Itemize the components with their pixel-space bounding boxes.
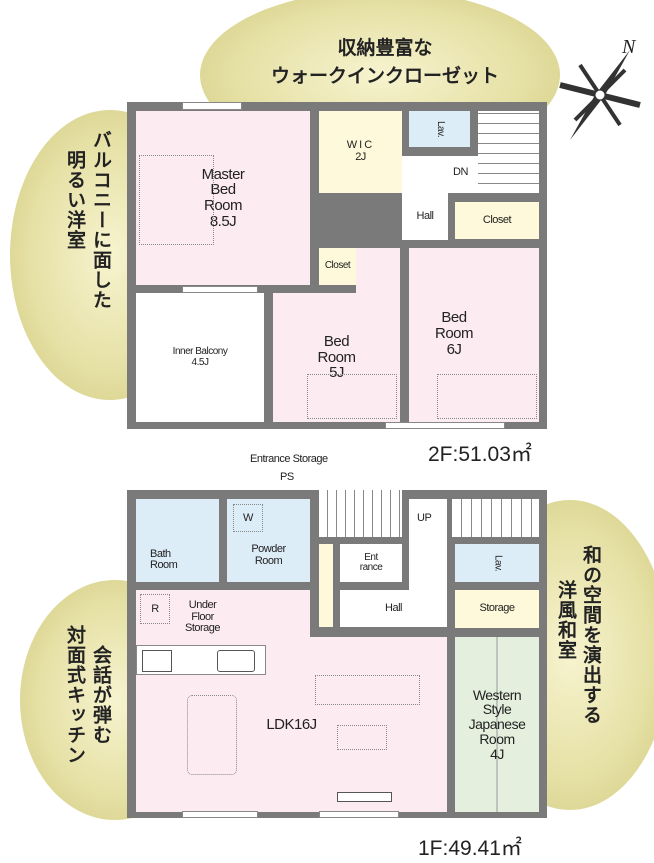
bed6-label-1: Bed: [441, 309, 467, 326]
floor-plan-2f: Master Bed Room 8.5J WIC 2J Lav. Hall DN…: [127, 102, 547, 429]
hall-label: Hall: [416, 209, 434, 222]
callout-left-bottom-line1: 会話が弾む: [90, 645, 112, 745]
bed5-size: 5J: [329, 364, 344, 382]
closet-right-label: Closet: [482, 213, 512, 226]
hall-1f-lower: Hall: [340, 590, 447, 627]
master-label-2: Bed: [210, 181, 236, 199]
under-floor-label-2: Floor: [191, 610, 214, 623]
bath-label-1: Bath: [150, 547, 171, 560]
hall-1f: [409, 499, 447, 590]
window: [182, 811, 258, 818]
japanese-label-1: Western: [472, 686, 522, 703]
bed-furniture: [139, 155, 214, 245]
window: [182, 286, 258, 293]
hall-2f: Hall: [402, 193, 448, 240]
bed-furniture: [307, 374, 397, 419]
entrance-storage-label: Entrance Storage: [250, 453, 328, 465]
room-japanese: Western Style Japanese Room 4J: [455, 637, 539, 812]
lav-label: Lav.: [434, 120, 446, 138]
wic-size: 2J: [355, 151, 366, 163]
stairs-2f: [478, 111, 539, 193]
washer-label: W: [243, 512, 253, 524]
callout-top: 収納豊富な ウォークインクローゼット: [220, 34, 550, 90]
window: [319, 811, 399, 818]
japanese-label-2: Style: [482, 701, 512, 718]
storage-label: Storage: [479, 602, 515, 615]
room-bath: Bath Room: [136, 499, 219, 582]
ldk-label: LDK16J: [266, 715, 317, 733]
closet-mid-label: Closet: [324, 260, 351, 272]
room-inner-balcony: Inner Balcony 4.5J: [136, 293, 264, 422]
under-floor-label-3: Storage: [185, 622, 221, 635]
window: [385, 422, 505, 429]
japanese-label-3: Japanese: [468, 716, 526, 733]
coffee-table: [337, 725, 387, 750]
room-storage: Storage: [455, 590, 539, 628]
room-bedroom-5j-upper: [356, 248, 400, 298]
room-lavatory-1f: Lav.: [455, 544, 539, 582]
powder-label-1: Powder: [251, 542, 286, 555]
bed6-size: 6J: [446, 340, 462, 358]
bed6-label-2: Room: [434, 324, 474, 342]
lav-1f-label: Lav.: [492, 554, 504, 572]
dining-table: [187, 695, 237, 775]
under-floor-label-1: Under: [188, 599, 217, 611]
under-floor-storage: Under Floor Storage: [185, 599, 221, 635]
hall-1f-label: Hall: [385, 601, 402, 614]
entrance-porch: [319, 490, 402, 537]
tv-board: [337, 792, 392, 802]
entrance-storage: [319, 544, 333, 627]
powder-label-2: Room: [254, 554, 283, 567]
room-bedroom-5j: Bed Room 5J: [273, 293, 400, 422]
callout-left-top-line1: バルコニーに面した: [90, 130, 112, 310]
fridge-icon: R: [140, 594, 170, 624]
room-entrance: Ent rance: [340, 544, 402, 582]
balcony-label: Inner Balcony: [172, 346, 228, 357]
sink-icon: [217, 650, 255, 672]
callout-left-top-line2: 明るい洋室: [64, 150, 86, 250]
room-wic: WIC 2J: [319, 111, 402, 193]
up-label: UP: [417, 512, 432, 524]
stairs-1f: [452, 499, 539, 537]
bed-furniture: [437, 374, 537, 419]
master-label-4: 8.5J: [209, 212, 237, 230]
bath-label-2: Room: [150, 559, 178, 572]
compass-north-label: N: [622, 36, 636, 58]
wic-label: WIC: [346, 139, 375, 152]
stove-icon: [142, 650, 172, 672]
callout-right-line2: 洋風和室: [555, 580, 577, 660]
room-lavatory-2f: Lav.: [409, 111, 470, 147]
callout-top-line1: 収納豊富な: [337, 37, 433, 59]
japanese-label-4: Room: [479, 730, 515, 747]
room-kitchen: [136, 590, 310, 640]
japanese-size: 4J: [490, 745, 504, 762]
floor-plan-1f: Bath Room Powder Room W Ent rance Hall U…: [127, 490, 547, 818]
balcony-size: 4.5J: [191, 356, 209, 368]
bed5-label-2: Room: [317, 348, 356, 366]
floor-area-2f: 2F:51.03㎡: [428, 443, 532, 466]
callout-right-line1: 和の空間を演出する: [580, 545, 602, 725]
washer-icon: W: [233, 504, 263, 532]
room-powder: Powder Room: [227, 499, 310, 582]
hall-2f-upper: [402, 156, 478, 193]
room-closet-right: Closet: [455, 202, 539, 239]
window: [182, 102, 242, 110]
dn-label: DN: [453, 166, 468, 178]
callout-top-line2: ウォークインクローゼット: [270, 65, 499, 87]
room-bedroom-6j: Bed Room 6J: [409, 248, 539, 422]
entrance-label-1: Ent: [364, 551, 378, 563]
floor-area-1f: 1F:49.41㎡: [418, 837, 522, 860]
bed5-label-1: Bed: [323, 332, 350, 350]
fridge-label: R: [151, 603, 159, 615]
entrance-label-2: rance: [359, 562, 383, 573]
sofa: [315, 675, 420, 705]
ps-label: PS: [280, 471, 294, 483]
callout-left-bottom-line2: 対面式キッチン: [64, 625, 86, 765]
compass-rose-icon: N: [550, 36, 650, 150]
master-label-1: Master: [201, 165, 245, 183]
room-closet-mid: Closet: [319, 248, 356, 285]
